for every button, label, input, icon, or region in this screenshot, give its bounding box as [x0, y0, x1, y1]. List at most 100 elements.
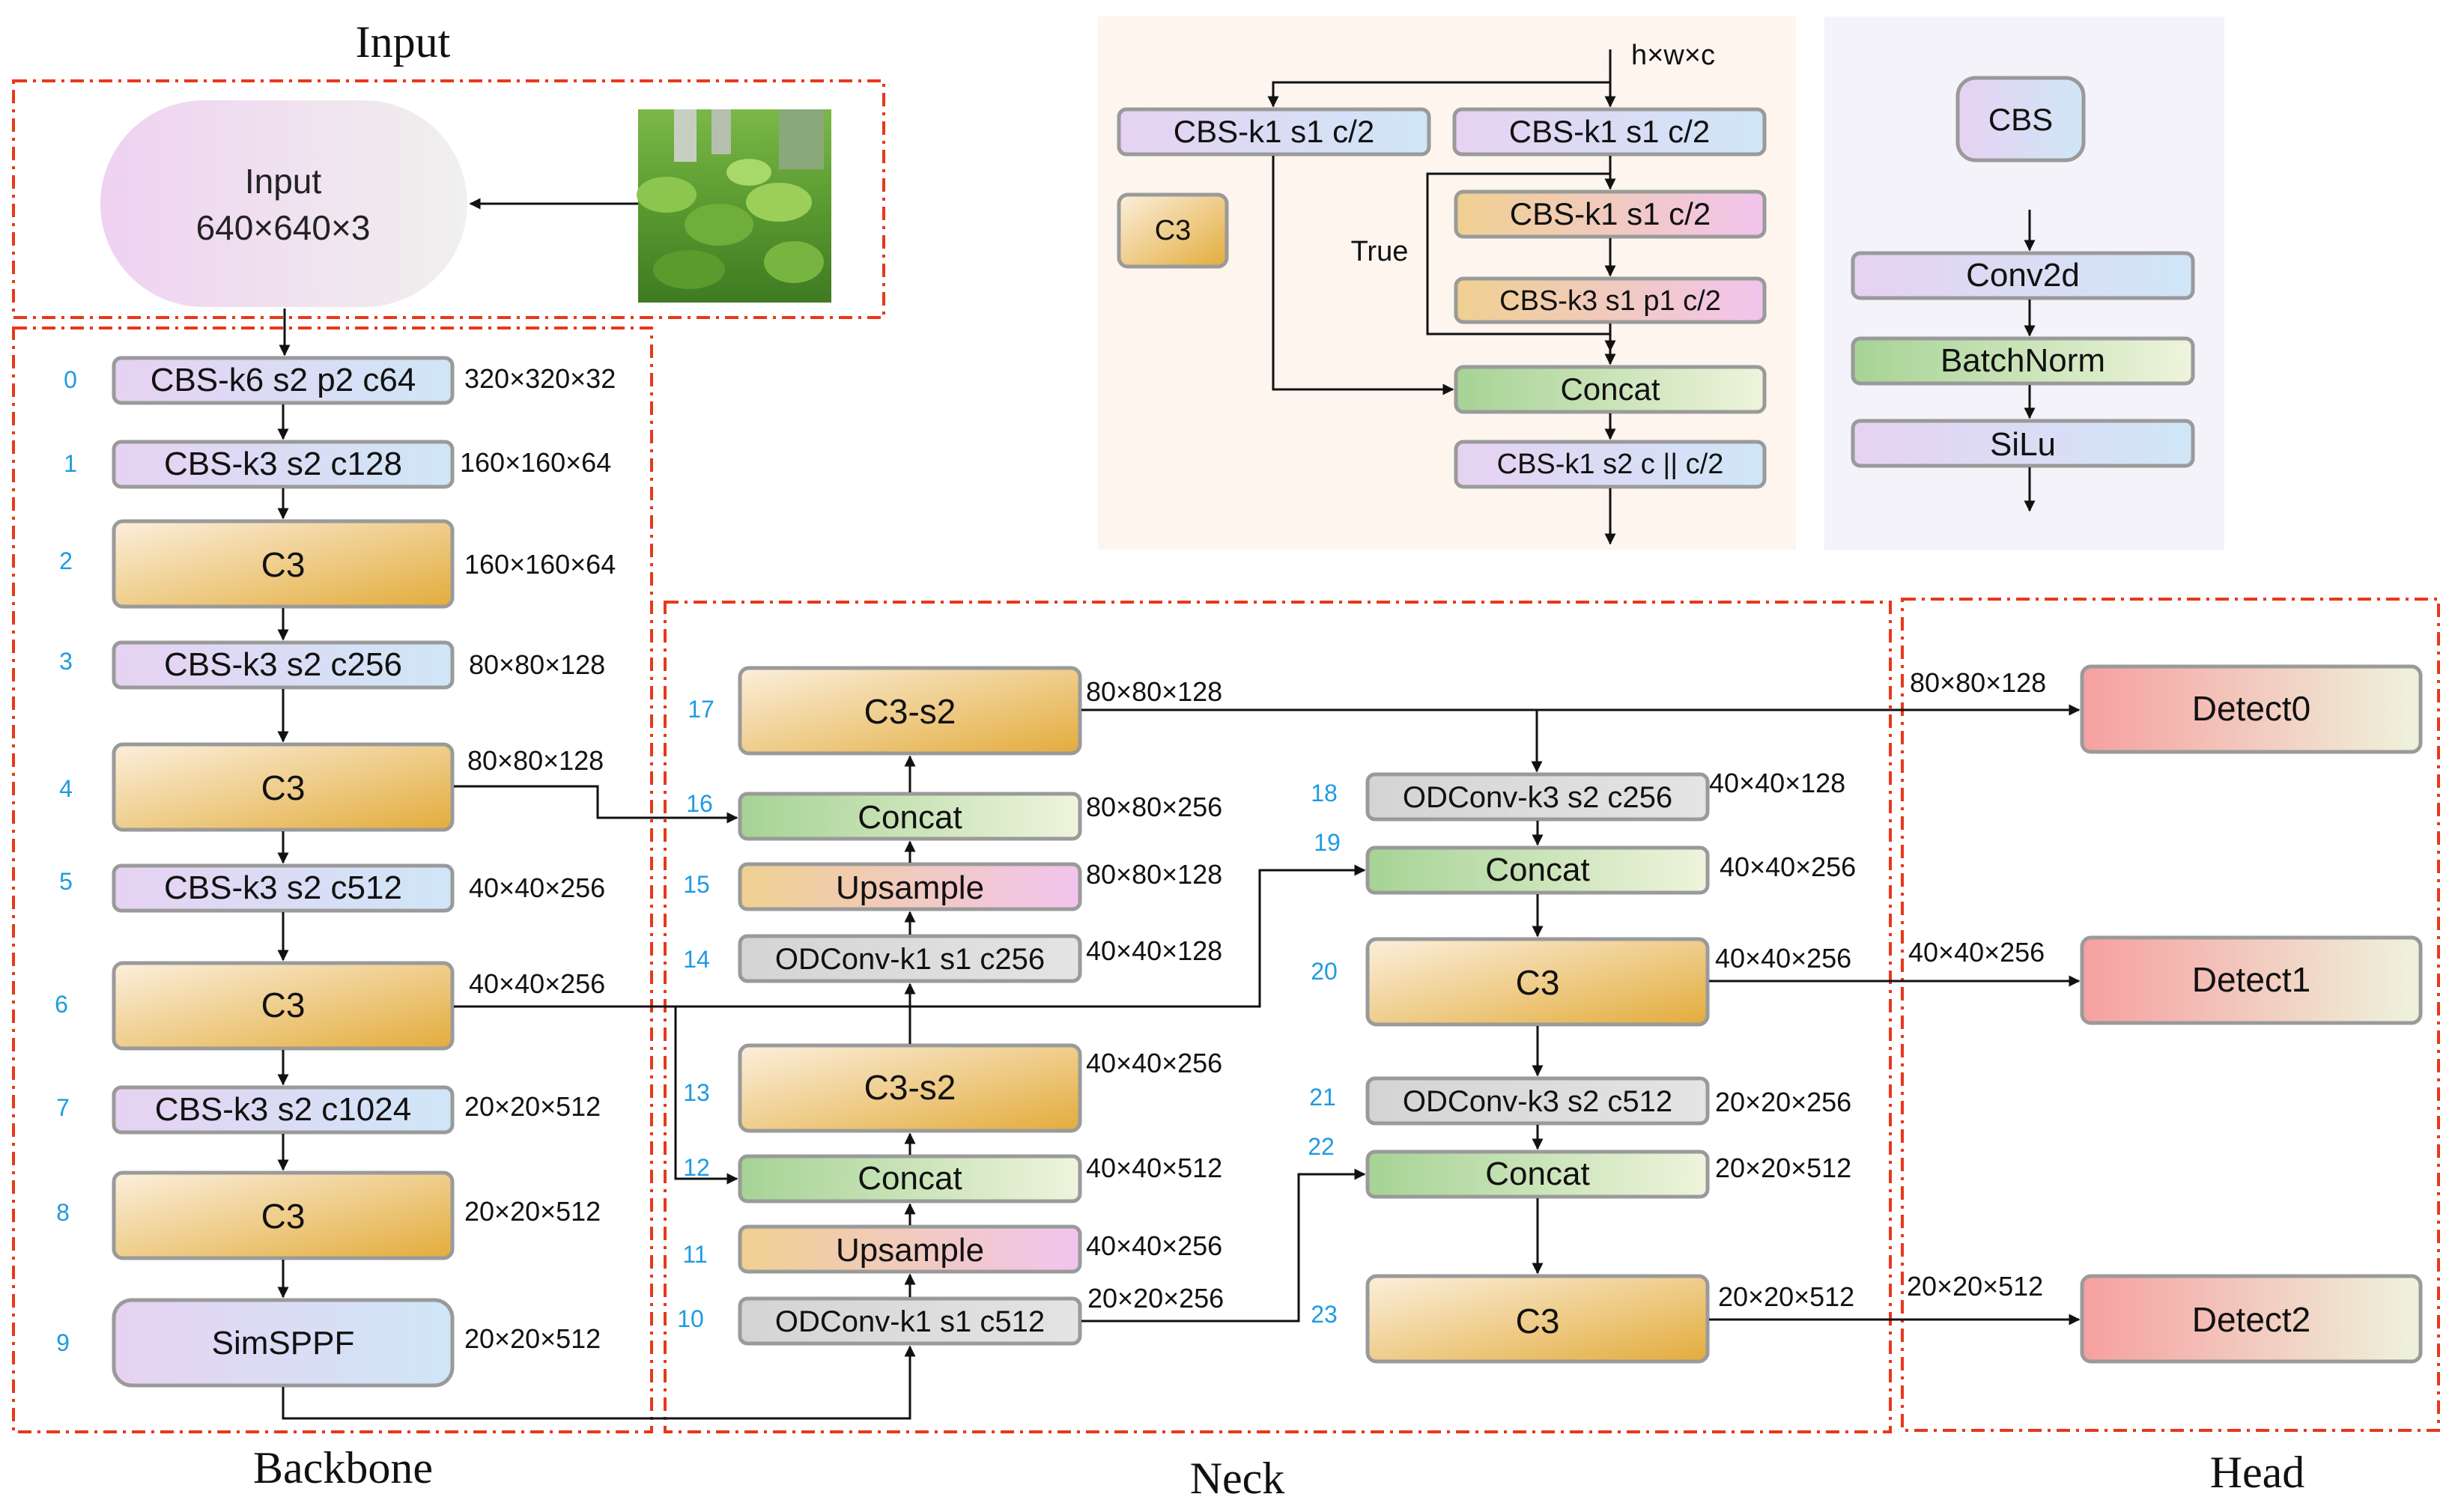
layer-size: 40×40×256: [1715, 943, 1851, 974]
cbs-silu-label: SiLu: [1990, 426, 2056, 463]
layer-label: ODConv-k3 s2 c512: [1403, 1085, 1672, 1118]
c3-branch-right-label: CBS-k1 s1 c/2: [1509, 114, 1710, 149]
layer-12-concat-block: [738, 1154, 1082, 1203]
layer-size: 40×40×256: [1086, 1048, 1222, 1078]
layer-index: 18: [1311, 780, 1338, 807]
input-image-tea-plant: [637, 109, 831, 303]
layer-index: 12: [683, 1154, 710, 1181]
layer-size: 20×20×512: [464, 1196, 601, 1227]
backbone-section-border: [12, 327, 653, 1433]
layer-size: 40×40×256: [1086, 1230, 1222, 1261]
head-detectors: Detect0 80×80×128 Detect1 40×40×256 Dete…: [1907, 664, 2423, 1364]
c3-output-label: CBS-k1 s2 c || c/2: [1497, 449, 1724, 480]
layer-index: 4: [59, 775, 73, 802]
layer-size: 20×20×512: [464, 1091, 601, 1122]
c3-bottleneck-2-block: [1454, 276, 1767, 324]
input-node: [100, 100, 467, 307]
layer-6-c3-block: [112, 961, 455, 1051]
layer-size: 320×320×32: [464, 363, 616, 394]
layer-index: 20: [1311, 958, 1338, 985]
detect-size: 80×80×128: [1910, 667, 2046, 698]
layer-label: Concat: [1485, 1156, 1589, 1192]
c3-bottleneck-1-label: CBS-k1 s1 c/2: [1510, 196, 1711, 231]
cbs-legend-title: CBS: [1988, 102, 2053, 137]
c3-legend-icon: [1117, 192, 1229, 269]
c3-concat-block: [1454, 365, 1767, 414]
section-title-neck: Neck: [1190, 1454, 1285, 1503]
layer-index: 16: [686, 790, 713, 817]
cbs-legend-icon: [1955, 76, 2086, 163]
input-node-size: 640×640×3: [196, 208, 371, 247]
layer-9-simsppf-block: [112, 1298, 455, 1388]
layer-21-odconv-block: [1365, 1076, 1710, 1126]
detect2-block: [2080, 1274, 2423, 1364]
layer-4-c3-block: [112, 742, 455, 832]
layer-index: 14: [683, 946, 710, 973]
layer-index: 10: [677, 1305, 704, 1332]
layer-index: 8: [56, 1199, 70, 1226]
layer-19-concat-block: [1365, 845, 1710, 895]
layer-index: 21: [1309, 1084, 1336, 1111]
layer-label: C3: [261, 1197, 306, 1236]
detect-label: Detect1: [2192, 960, 2311, 999]
c3-concat-label: Concat: [1560, 371, 1660, 407]
input-section-border: [12, 79, 885, 319]
c3-legend-input-label: h×w×c: [1631, 40, 1715, 71]
layer-label: Concat: [858, 799, 962, 836]
cbs-conv2d-label: Conv2d: [1966, 257, 2080, 294]
layer-index: 5: [59, 868, 73, 895]
layer-size: 40×40×512: [1086, 1153, 1222, 1183]
layer-index: 23: [1311, 1301, 1338, 1328]
layer-18-odconv-block: [1365, 772, 1710, 822]
layer-size: 20×20×256: [1087, 1283, 1224, 1314]
layer-23-c3-block: [1365, 1274, 1710, 1364]
cbs-silu-block: [1851, 419, 2195, 468]
layer-size: 40×40×256: [1720, 851, 1856, 882]
layer-14-odconv-block: [738, 934, 1082, 983]
layer-label: C3-s2: [864, 1068, 956, 1107]
cbs-structure-legend: CBS Conv2d BatchNorm SiLu: [1851, 76, 2195, 468]
layer-size: 80×80×128: [469, 649, 605, 680]
layer-size: 40×40×256: [469, 968, 605, 999]
layer-index: 7: [56, 1094, 70, 1121]
layer-label: SimSPPF: [212, 1325, 355, 1361]
layer-13-c3s2-block: [738, 1043, 1082, 1133]
layer-size: 80×80×128: [1086, 859, 1222, 890]
layer-1-cbs-block: [112, 440, 455, 489]
layer-label: Upsample: [836, 869, 984, 906]
c3-legend-connectors: [1267, 49, 1616, 545]
layer-index: 15: [683, 871, 710, 898]
c3-true-label: True: [1351, 236, 1409, 267]
cbs-batchnorm-label: BatchNorm: [1940, 342, 2105, 379]
c3-branch-right-block: [1452, 107, 1767, 157]
layer-label: C3: [261, 986, 306, 1024]
backbone-layers: 0 CBS-k6 s2 p2 c64 320×320×32 1 CBS-k3 s…: [55, 356, 616, 1388]
c3-output-block: [1454, 440, 1767, 489]
head-section-border: [1901, 598, 2440, 1432]
detect-label: Detect2: [2192, 1300, 2311, 1339]
layer-label: C3: [261, 545, 306, 584]
neck-connectors: [282, 704, 2081, 1420]
layer-size: 160×160×64: [464, 549, 616, 580]
layer-17-c3s2-block: [738, 666, 1082, 756]
layer-label: ODConv-k3 s2 c256: [1403, 781, 1672, 814]
layer-label: CBS-k6 s2 p2 c64: [151, 362, 416, 398]
layer-8-c3-block: [112, 1171, 455, 1260]
layer-7-cbs-block: [112, 1085, 455, 1135]
layer-label: C3-s2: [864, 692, 956, 731]
cbs-conv2d-block: [1851, 251, 2195, 300]
layer-index: 6: [55, 991, 68, 1018]
layer-label: ODConv-k1 s1 c512: [775, 1305, 1045, 1338]
c3-branch-left-label: CBS-k1 s1 c/2: [1174, 114, 1374, 149]
layer-label: CBS-k3 s2 c256: [164, 646, 402, 683]
layer-index: 13: [683, 1079, 710, 1106]
detect-size: 20×20×512: [1907, 1271, 2043, 1302]
layer-index: 17: [688, 696, 714, 723]
neck-layers: 10 ODConv-k1 s1 c512 20×20×256 11 Upsamp…: [677, 666, 1856, 1364]
input-node-label: Input: [245, 162, 322, 201]
layer-size: 20×20×256: [1715, 1087, 1851, 1117]
layer-index: 3: [59, 648, 73, 675]
detect0-block: [2080, 664, 2423, 754]
layer-size: 20×20×512: [1718, 1281, 1854, 1312]
